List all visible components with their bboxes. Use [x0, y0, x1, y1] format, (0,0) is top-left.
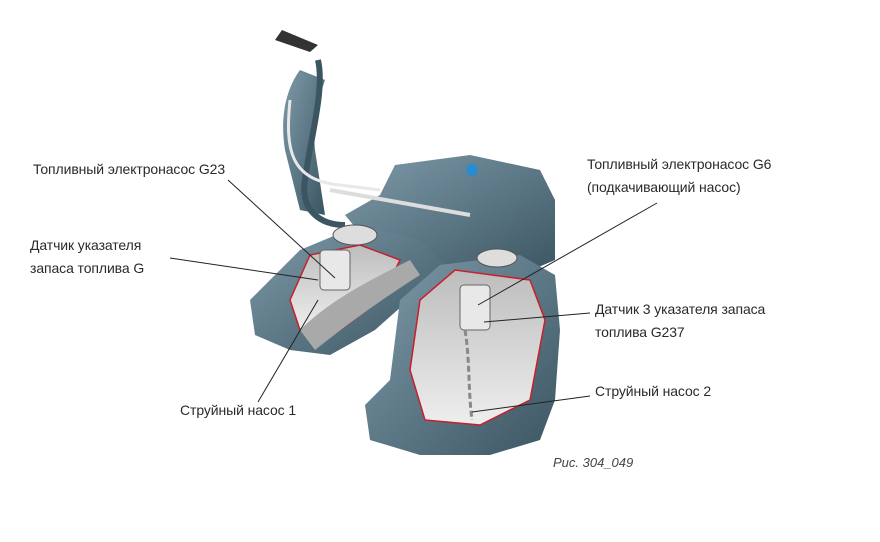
- label-jet-pump-2: Струйный насос 2: [595, 383, 712, 399]
- label-pump-g23: Топливный электронасос G23: [33, 161, 226, 177]
- figure-caption: Рис. 304_049: [553, 455, 634, 470]
- pump-g6-unit: [459, 284, 491, 331]
- fuel-line: [329, 188, 471, 217]
- label-sensor-g237-line2: топлива G237: [595, 324, 685, 340]
- leader-lines: [169, 179, 658, 413]
- label-pump-g6-line2: (подкачивающий насос): [587, 179, 741, 195]
- pump-g23-unit: [319, 249, 351, 291]
- filler-neck: [275, 30, 381, 228]
- label-pump-g6-line1: Топливный электронасос G6: [587, 156, 772, 172]
- valve-cap: [466, 164, 478, 176]
- label-sensor-g237-line1: Датчик 3 указателя запаса: [595, 301, 766, 317]
- label-sensor-g-line1: Датчик указателя: [30, 237, 142, 253]
- label-jet-pump-1: Струйный насос 1: [180, 402, 297, 418]
- label-sensor-g-line2: запаса топлива G: [30, 260, 145, 276]
